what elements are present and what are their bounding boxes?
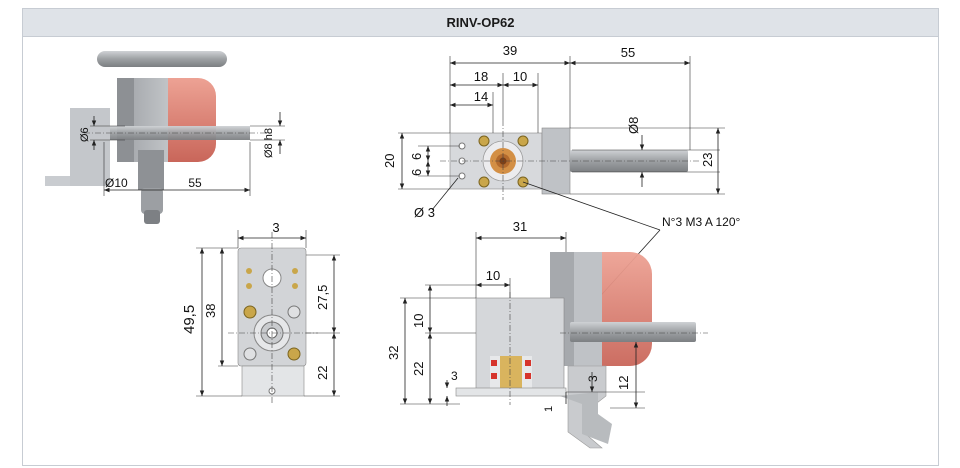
dim-22: 22	[315, 366, 330, 380]
dim-32: 32	[386, 346, 401, 360]
dim-39: 39	[503, 43, 517, 58]
dim-31: 31	[513, 219, 527, 234]
dim-hole-3: Ø 3	[414, 205, 435, 220]
dim-49-5: 49,5	[181, 305, 198, 334]
dim-12: 12	[616, 376, 631, 390]
dim-22-side: 22	[411, 362, 426, 376]
dim-10: 10	[513, 69, 527, 84]
dim-55: 55	[621, 45, 635, 60]
dim-6b: 6	[409, 169, 424, 176]
dim-length-55: 55	[188, 176, 202, 190]
dim-27-5: 27,5	[315, 285, 330, 310]
dim-10-horizontal: 10	[486, 268, 500, 283]
side-view-3d: Ø6 Ø8 h8 Ø10 55	[45, 51, 285, 224]
dim-hub-10: Ø10	[105, 176, 128, 190]
dim-10-vertical: 10	[411, 314, 426, 328]
dim-3-side: 3	[586, 375, 600, 382]
dim-20: 20	[382, 154, 397, 168]
front-view: 3 49,5 38 27,5 22	[181, 220, 340, 405]
dim-14: 14	[474, 89, 488, 104]
sheet-title: RINV-OP62	[23, 9, 938, 37]
dim-1: 1	[543, 406, 555, 412]
dim-6a: 6	[409, 153, 424, 160]
dim-18: 18	[474, 69, 488, 84]
note-m3-holes: N°3 M3 A 120°	[662, 215, 741, 229]
dim-23: 23	[700, 153, 715, 167]
top-view: 39 55 18 10 14 20 6 6 Ø8 23 Ø 3 N°3 M3 A…	[382, 43, 741, 386]
dim-3: 3	[272, 220, 279, 235]
dim-3-flange: 3	[451, 369, 458, 383]
side-section-view: 31 10 32 10 22 3 3 12 1	[386, 219, 708, 449]
dim-bore-6: Ø6	[79, 127, 91, 142]
dim-shaft-8h8: Ø8 h8	[263, 128, 275, 158]
dim-38: 38	[203, 304, 218, 318]
dim-shaft-8: Ø8	[626, 117, 641, 134]
